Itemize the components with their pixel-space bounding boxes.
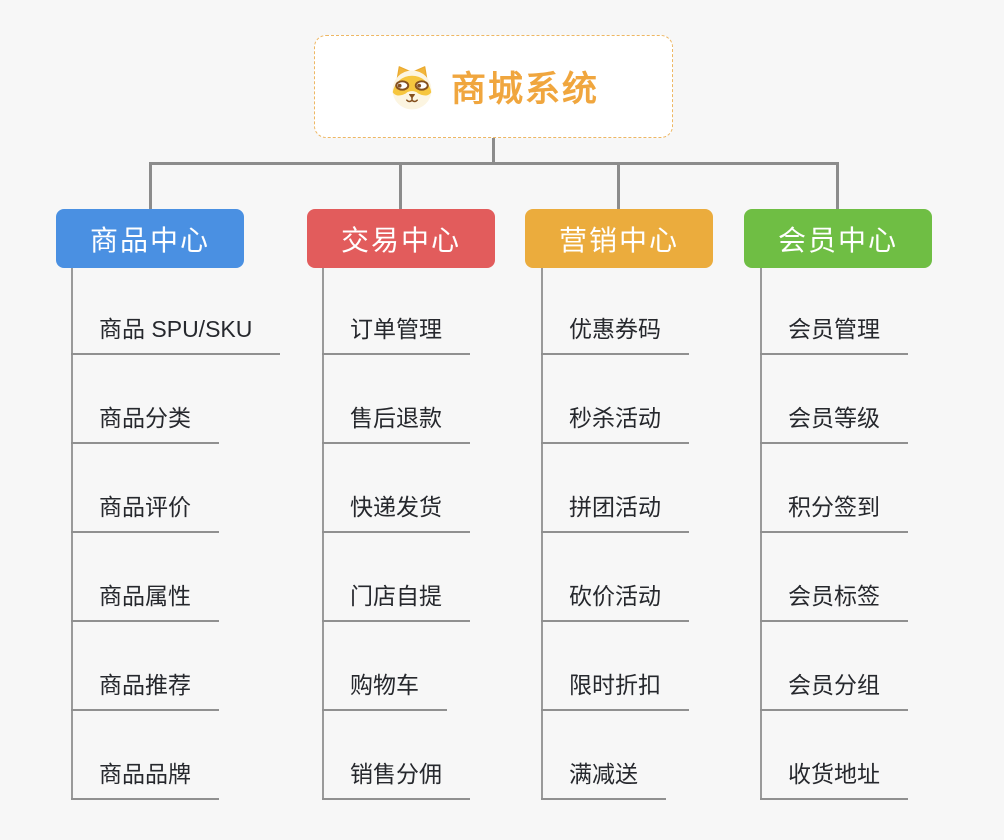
leaf-topic[interactable]: 购物车 xyxy=(322,669,447,711)
leaf-topic[interactable]: 拼团活动 xyxy=(541,491,689,533)
connector-spine-marketing xyxy=(541,268,543,800)
connector-spine-product xyxy=(71,268,73,800)
leaf-topic[interactable]: 售后退款 xyxy=(322,402,470,444)
leaf-topic[interactable]: 优惠券码 xyxy=(541,313,689,355)
branch-topic-marketing-center[interactable]: 营销中心 xyxy=(525,209,713,268)
connector-drop-trade xyxy=(399,162,402,212)
leaf-topic[interactable]: 会员等级 xyxy=(760,402,908,444)
leaf-topic[interactable]: 砍价活动 xyxy=(541,580,689,622)
branch-topic-label: 商品中心 xyxy=(89,224,210,256)
branch-topic-label: 交易中心 xyxy=(340,224,461,256)
leaf-topic[interactable]: 收货地址 xyxy=(760,758,908,800)
root-topic-label: 商城系统 xyxy=(450,70,599,109)
shiba-dog-icon xyxy=(392,65,432,109)
leaf-topic[interactable]: 满减送 xyxy=(541,758,666,800)
leaf-topic[interactable]: 会员管理 xyxy=(760,313,908,355)
leaf-topic[interactable]: 订单管理 xyxy=(322,313,470,355)
connector-drop-marketing xyxy=(617,162,620,212)
root-topic[interactable]: 商城系统 xyxy=(314,35,673,138)
branch-topic-member-center[interactable]: 会员中心 xyxy=(744,209,932,268)
branch-topic-product-center[interactable]: 商品中心 xyxy=(56,209,244,268)
leaf-topic[interactable]: 快递发货 xyxy=(322,491,470,533)
leaf-topic[interactable]: 商品 SPU/SKU xyxy=(71,313,281,355)
leaf-topic[interactable]: 会员分组 xyxy=(760,669,908,711)
leaf-topic[interactable]: 会员标签 xyxy=(760,580,908,622)
leaf-topic[interactable]: 商品品牌 xyxy=(71,758,219,800)
branch-topic-trade-center[interactable]: 交易中心 xyxy=(307,209,495,268)
branch-topic-label: 营销中心 xyxy=(558,224,679,256)
branch-topic-label: 会员中心 xyxy=(777,224,898,256)
connector-bus xyxy=(149,162,839,165)
leaf-topic[interactable]: 商品评价 xyxy=(71,491,219,533)
leaf-topic[interactable]: 秒杀活动 xyxy=(541,402,689,444)
connector-drop-product xyxy=(149,162,152,212)
leaf-topic[interactable]: 销售分佣 xyxy=(322,758,470,800)
leaf-topic[interactable]: 积分签到 xyxy=(760,491,908,533)
leaf-topic[interactable]: 限时折扣 xyxy=(541,669,689,711)
leaf-topic[interactable]: 门店自提 xyxy=(322,580,470,622)
leaf-topic[interactable]: 商品分类 xyxy=(71,402,219,444)
connector-spine-trade xyxy=(322,268,324,800)
leaf-topic[interactable]: 商品属性 xyxy=(71,580,219,622)
connector-spine-member xyxy=(760,268,762,800)
leaf-topic[interactable]: 商品推荐 xyxy=(71,669,219,711)
connector-root-drop xyxy=(492,137,495,164)
connector-drop-member xyxy=(836,162,839,212)
